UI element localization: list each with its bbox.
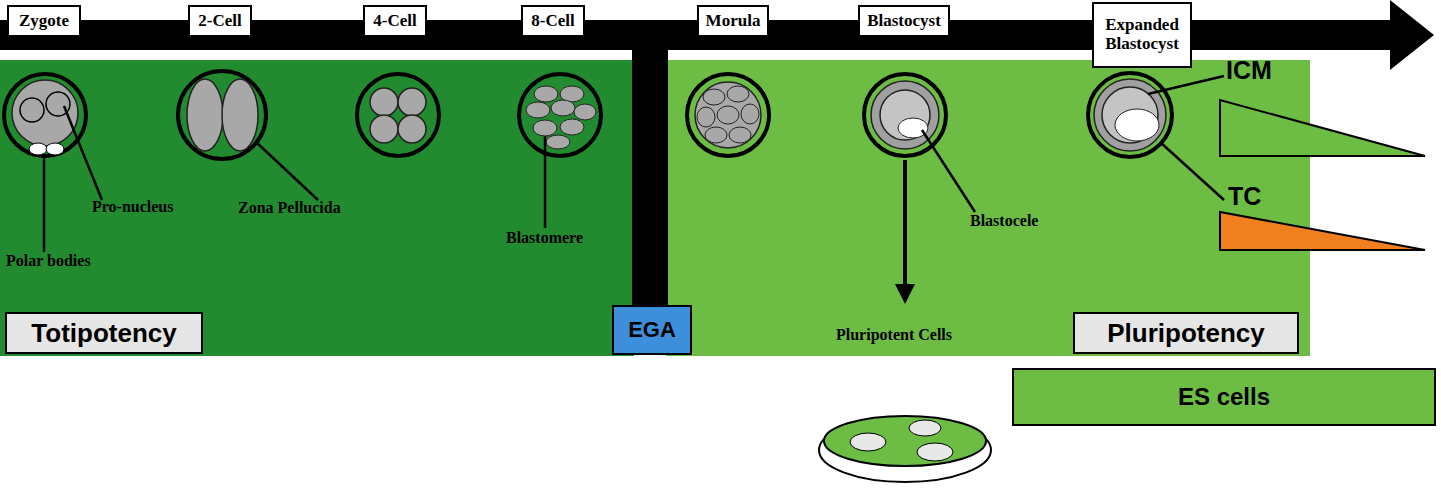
blastomere	[398, 115, 426, 143]
blastomere	[574, 104, 596, 120]
blastomere	[534, 86, 558, 102]
blastomere	[398, 88, 426, 116]
blastomere	[729, 127, 751, 143]
es-colony	[909, 420, 941, 436]
potency-tag: Pluripotency	[1073, 312, 1299, 354]
es-cells-box: ES cells	[1012, 368, 1436, 426]
blastomere	[727, 86, 749, 102]
blastomere	[533, 120, 557, 136]
part-label: Pro-nucleus	[92, 198, 173, 216]
zona-pellucida	[178, 71, 266, 159]
stage-label-box: Zygote	[7, 5, 81, 37]
node-text: Zygote	[19, 12, 69, 31]
blastomere	[705, 127, 727, 143]
blastomere	[551, 100, 575, 116]
zona-pellucida	[864, 74, 946, 156]
node-text: 8-Cell	[531, 12, 574, 31]
trophectoderm	[1094, 79, 1166, 151]
leader-line	[256, 142, 318, 200]
stage-label-box: 4-Cell	[363, 5, 427, 37]
blastocele	[1115, 109, 1159, 141]
part-label: Zona Pellucida	[238, 199, 341, 217]
node-text: EGA	[628, 317, 676, 343]
node-text: Totipotency	[31, 318, 176, 349]
leader-line	[64, 106, 102, 200]
icm-trend-wedge	[1220, 100, 1425, 156]
node-text: Blastocyst	[867, 12, 941, 31]
es-colony	[850, 433, 886, 451]
node-text: Morula	[706, 12, 761, 31]
es-colony	[917, 443, 953, 461]
culture-medium	[824, 416, 986, 466]
part-label: Polar bodies	[6, 252, 91, 270]
part-label: Blastocele	[970, 212, 1038, 230]
stage-label-box: Blastocyst	[858, 5, 950, 37]
ega-box: EGA	[612, 305, 692, 355]
derivation-arrow-head	[895, 284, 915, 304]
node-text: Pluripotency	[1107, 318, 1264, 349]
tc-trend-wedge	[1220, 212, 1425, 250]
blastomere	[370, 115, 398, 143]
leader-line	[1160, 142, 1224, 200]
blastomere	[741, 104, 759, 124]
polar-body	[29, 143, 47, 155]
part-label: ICM	[1226, 56, 1272, 85]
blastomere	[526, 102, 550, 118]
pro-nucleus	[20, 98, 44, 122]
part-label: TC	[1228, 182, 1261, 211]
stage-label-box: 2-Cell	[188, 5, 252, 37]
blastomere	[370, 88, 398, 116]
zona-pellucida	[357, 74, 439, 156]
node-text: 2-Cell	[198, 12, 241, 31]
stage-label-box: Expanded Blastocyst	[1092, 2, 1192, 68]
leader-line	[1148, 76, 1224, 94]
blastomere	[546, 135, 570, 149]
totipotency-panel	[0, 60, 634, 356]
polar-body	[46, 143, 64, 155]
potency-tag: Totipotency	[5, 312, 203, 354]
blastomere	[222, 79, 258, 151]
derivation-arrow	[903, 160, 907, 288]
pluripotency-panel	[666, 60, 1310, 356]
blastomere	[560, 119, 584, 135]
leader-line	[544, 136, 547, 228]
zona-pellucida	[687, 74, 769, 156]
part-label: Pluripotent Cells	[836, 326, 952, 344]
ega-divider	[632, 40, 668, 308]
stage-label-box: Morula	[697, 5, 769, 37]
zona-pellucida	[1088, 73, 1172, 157]
node-text: ES cells	[1178, 383, 1270, 411]
timeline-arrow-head	[1390, 0, 1434, 70]
morula-cells	[695, 82, 761, 148]
part-label: Blastomere	[506, 229, 583, 247]
blastocele	[898, 118, 928, 138]
zona-pellucida	[4, 74, 86, 156]
node-text: Expanded Blastocyst	[1094, 16, 1190, 53]
blastomere	[697, 107, 715, 127]
blastomere	[717, 106, 739, 124]
leader-line	[43, 156, 46, 252]
leader-line	[922, 130, 975, 212]
inner-cell-mass	[1102, 87, 1158, 143]
zona-pellucida	[519, 74, 601, 156]
stage-label-box: 8-Cell	[521, 5, 585, 37]
blastomere	[187, 79, 223, 151]
node-text: 4-Cell	[373, 12, 416, 31]
blastomere	[703, 89, 725, 105]
